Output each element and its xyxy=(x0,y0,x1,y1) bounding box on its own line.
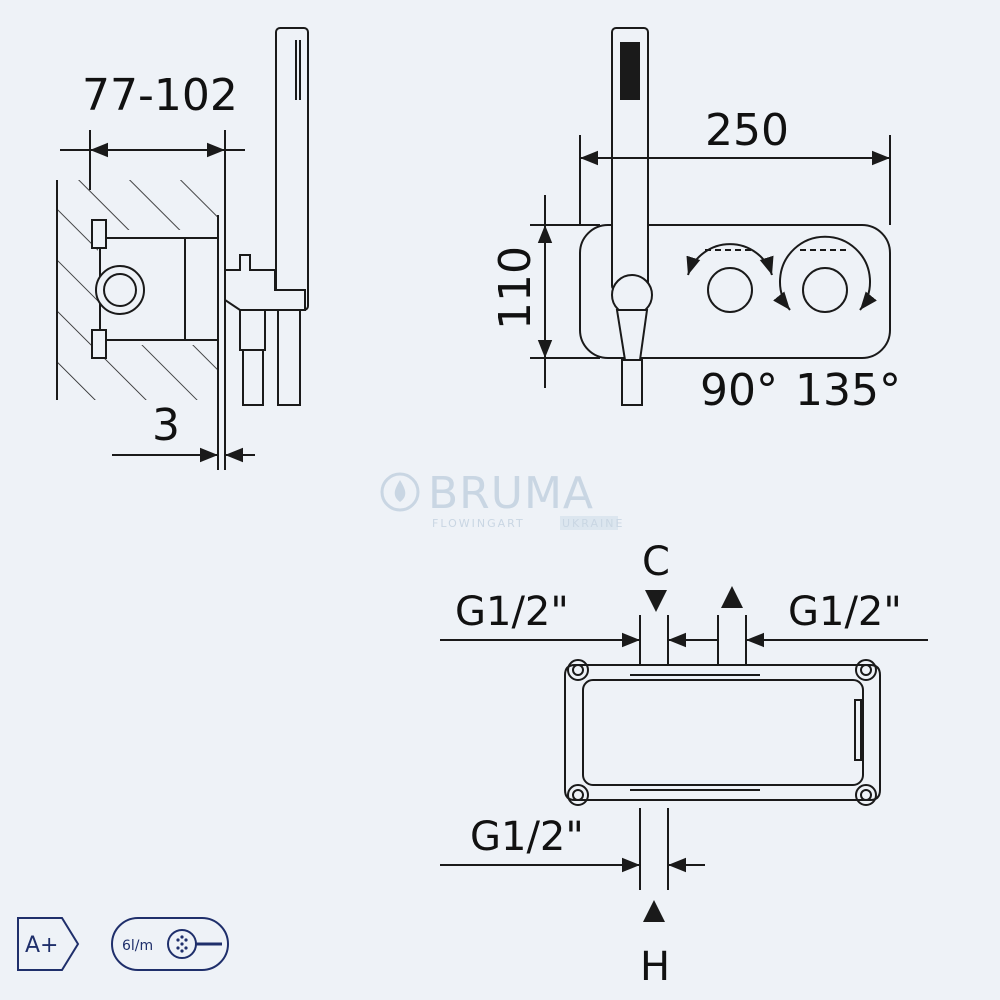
cold-inlet-arrow-icon xyxy=(645,590,667,612)
dim-depth-range: 77-102 xyxy=(82,70,238,121)
thread-top-left: G1/2" xyxy=(455,589,569,635)
watermark-brand: BRUMA xyxy=(428,468,594,519)
thermostat-knob[interactable] xyxy=(707,267,753,313)
outlet-arrow-icon xyxy=(721,586,743,608)
handshower-side xyxy=(275,27,309,311)
drop-logo-icon xyxy=(380,472,420,512)
label-hot: H xyxy=(640,944,670,990)
dim-plate-thickness: 3 xyxy=(152,400,180,451)
thread-top-right: G1/2" xyxy=(788,589,902,635)
flow-knob[interactable] xyxy=(802,267,848,313)
angle-right: 135° xyxy=(795,365,901,416)
dim-width: 250 xyxy=(705,105,789,156)
angle-left: 90° xyxy=(700,365,778,416)
energy-badge: A+ xyxy=(17,917,80,971)
box-frame xyxy=(564,664,881,801)
cover-plate xyxy=(579,224,891,359)
hot-inlet-arrow-icon xyxy=(643,900,665,922)
label-cold: C xyxy=(642,539,670,585)
thread-bottom: G1/2" xyxy=(470,814,584,860)
watermark-tagline: FLOWINGART xyxy=(432,517,525,530)
side-view xyxy=(56,27,309,470)
dim-height: 110 xyxy=(490,246,541,330)
front-view xyxy=(530,27,891,406)
flow-rate: 6l/m xyxy=(122,938,153,954)
watermark: BRUMA FLOWINGART UKRAINE xyxy=(380,468,624,530)
watermark-region: UKRAINE xyxy=(562,517,624,530)
energy-class: A+ xyxy=(25,933,58,958)
flow-badge: 6l/m xyxy=(111,917,229,971)
handshower-nozzles xyxy=(620,42,640,100)
bottom-view xyxy=(440,615,928,890)
